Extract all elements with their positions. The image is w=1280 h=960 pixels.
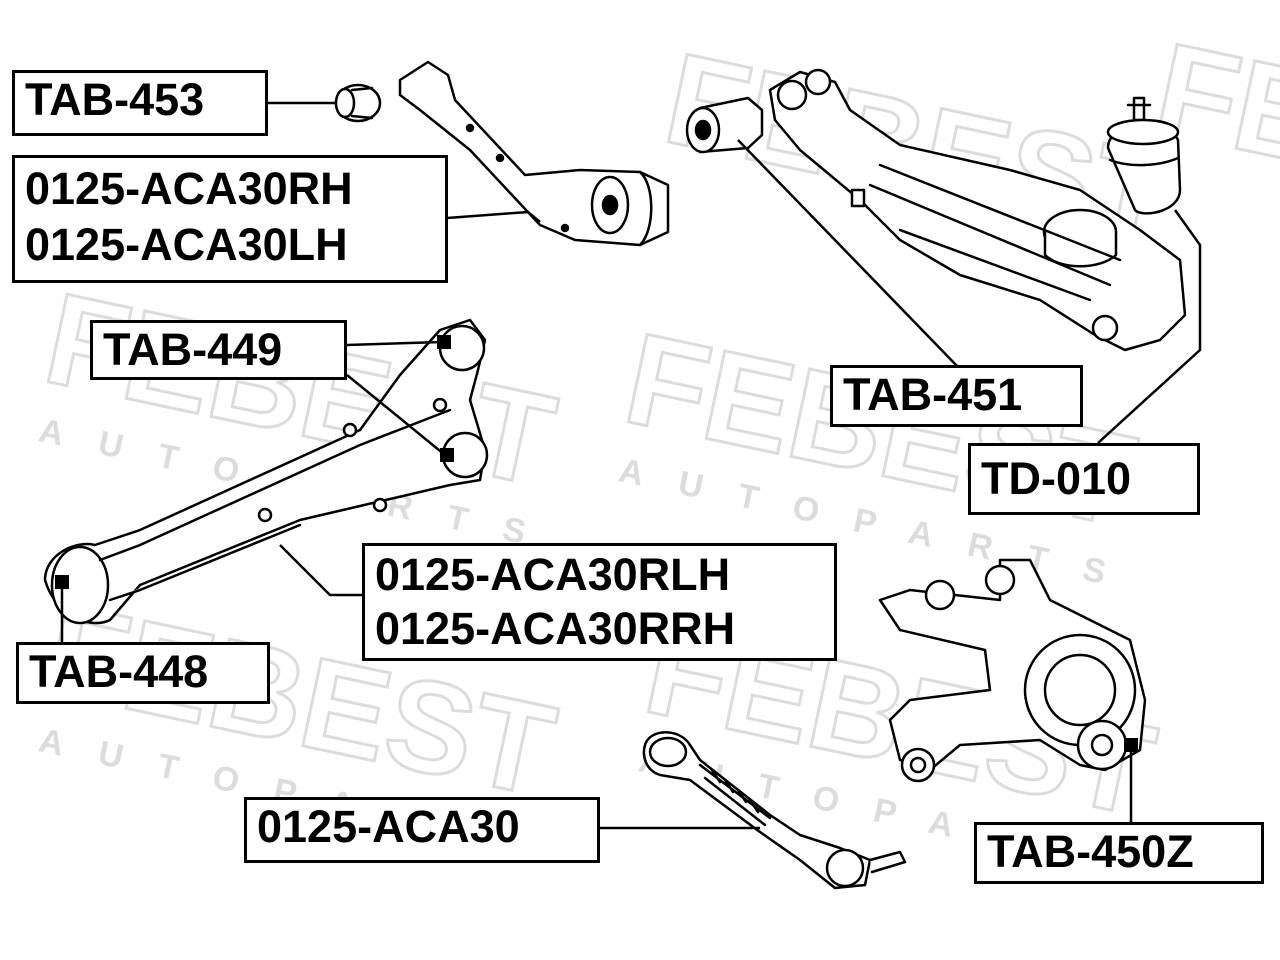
label-tab-450z-text: TAB-450Z [987,826,1194,877]
label-tab-453: TAB-453 [12,70,268,136]
label-tab-450z: TAB-450Z [974,822,1264,884]
label-tab-451: TAB-451 [830,365,1083,427]
label-0125-aca30-text: 0125-ACA30 [257,801,520,852]
label-td-010-text: TD-010 [981,453,1132,504]
bushing-tab451-part [685,96,764,154]
label-tab-449: TAB-449 [90,320,347,380]
label-tab-453-text: TAB-453 [25,74,205,125]
label-td-010: TD-010 [968,443,1200,515]
upper-arm-part [398,60,670,247]
label-0125-aca30: 0125-ACA30 [244,797,600,863]
lower-rear-arm-part [768,68,1187,352]
bump-stop-td010-part [1106,96,1182,215]
label-tab-448-text: TAB-448 [29,646,209,697]
knuckle-part [878,558,1147,783]
label-tab-449-text: TAB-449 [103,324,283,375]
label-0125-aca30lh-text: 0125-ACA30LH [25,219,348,270]
label-0125-aca30rrh-text: 0125-ACA30RRH [375,603,736,654]
leader-lines [60,101,1202,830]
label-0125-aca30-rh-lh: 0125-ACA30RH 0125-ACA30LH [12,155,448,283]
label-0125-aca30rh-text: 0125-ACA30RH [25,163,353,214]
bushing-tab453-part [334,83,382,123]
label-tab-451-text: TAB-451 [843,369,1023,420]
adjustable-link-part [642,731,907,890]
label-tab-448: TAB-448 [16,642,270,704]
label-0125-aca30rlh-text: 0125-ACA30RLH [375,549,731,600]
label-0125-aca30-rlh-rrh: 0125-ACA30RLH 0125-ACA30RRH [362,543,837,661]
rear-lower-arm-part [43,318,489,625]
callout-markers [55,335,1138,752]
